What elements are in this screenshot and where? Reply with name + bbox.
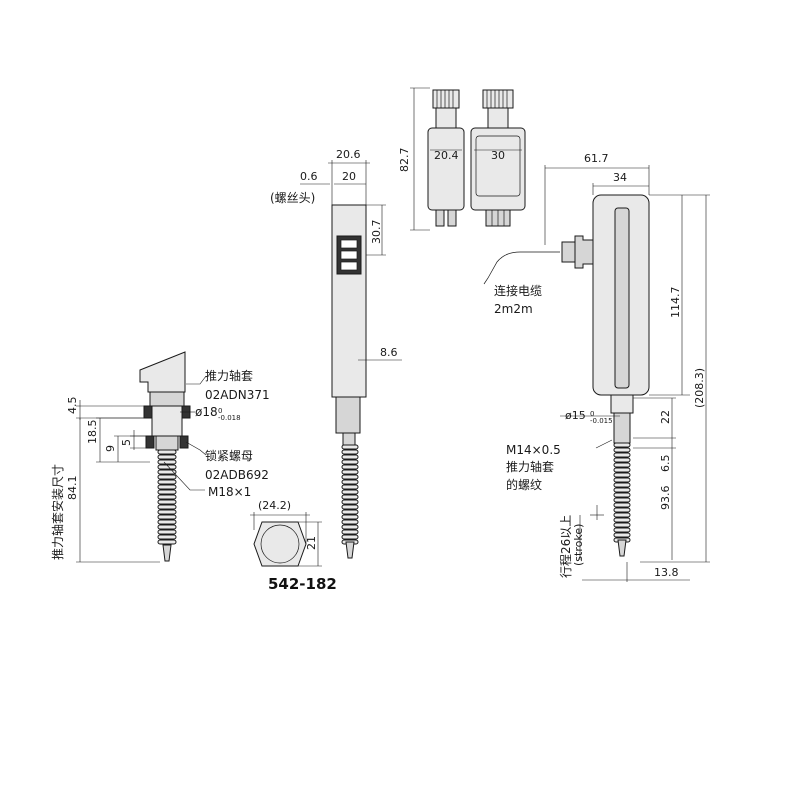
dim-mount-841: 84.1: [66, 476, 79, 501]
connector-dimensions: [410, 87, 522, 231]
dim-stem-dia: ø15: [565, 409, 586, 422]
mount-view-threads: [157, 449, 177, 562]
thread-note-line2: 的螺纹: [506, 477, 542, 492]
bore-tol: 0-0.018: [218, 407, 241, 422]
dim-thread-gap: 6.5: [659, 455, 672, 473]
stroke-note: 行程26以上: [558, 515, 573, 578]
side-view-dimensions: [300, 160, 402, 361]
model-number: 542-182: [268, 575, 337, 593]
connector-front-view: [470, 89, 526, 227]
cable-label: 连接电缆: [494, 283, 542, 298]
mount-view: [139, 351, 191, 451]
dim-connector-front-width: 30: [491, 149, 505, 162]
dim-front-height-body: 114.7: [669, 287, 682, 319]
mount-view-dimensions: [76, 375, 207, 563]
dim-side-width-body: 20: [342, 170, 356, 183]
dim-side-step: 8.6: [380, 346, 398, 359]
dim-side-offset: 0.6: [300, 170, 318, 183]
thread-spec-label: M14×0.5: [506, 443, 561, 457]
dim-side-width-total: 20.6: [336, 148, 361, 161]
dim-mount-185: 18.5: [86, 420, 99, 445]
bushing-part: 02ADN371: [205, 388, 270, 402]
dim-nut-corners: (24.2): [258, 499, 291, 512]
dim-front-width-total: 61.7: [584, 152, 609, 165]
thread-note-line1: 推力轴套: [506, 459, 554, 474]
dim-mount-45: 4.5: [66, 397, 79, 415]
stroke-en: (stroke): [572, 524, 585, 566]
side-view-threads: [341, 444, 359, 559]
side-view-body: [331, 204, 367, 446]
dim-front-height-total: (208.3): [693, 368, 706, 408]
mount-size-label: 推力轴套安装尺寸: [50, 464, 65, 560]
bushing-label: 推力轴套: [205, 368, 253, 383]
dim-mount-5: 5: [120, 439, 133, 446]
connector-side-view: [427, 89, 465, 227]
cable-line: [483, 251, 560, 285]
nut-part: 02ADB692: [205, 468, 269, 482]
dim-thread-len: 93.6: [659, 486, 672, 511]
nut-thread: M18×1: [208, 485, 251, 499]
dim-front-width-body: 34: [613, 171, 627, 184]
dim-stem-len: 22: [659, 410, 672, 424]
cable-length: 2m2m: [494, 302, 533, 316]
dim-nut-flats: 21: [305, 536, 318, 550]
dim-connector-side-width: 20.4: [434, 149, 459, 162]
bore-dia: ø18: [195, 405, 218, 419]
screw-head-note: (螺丝头): [270, 191, 315, 205]
dim-connector-height: 82.7: [398, 148, 411, 173]
nut-view: [250, 512, 322, 567]
nut-label: 锁紧螺母: [205, 448, 253, 463]
dim-tip-offset: 13.8: [654, 566, 679, 579]
dim-stem-tol: 0-0.015: [590, 410, 613, 425]
dim-mount-9: 9: [104, 445, 117, 452]
front-view-dimensions: [544, 165, 710, 582]
front-view-body: [561, 194, 650, 444]
front-view-threads: [613, 442, 631, 557]
dim-side-connector-pos: 30.7: [370, 220, 383, 245]
